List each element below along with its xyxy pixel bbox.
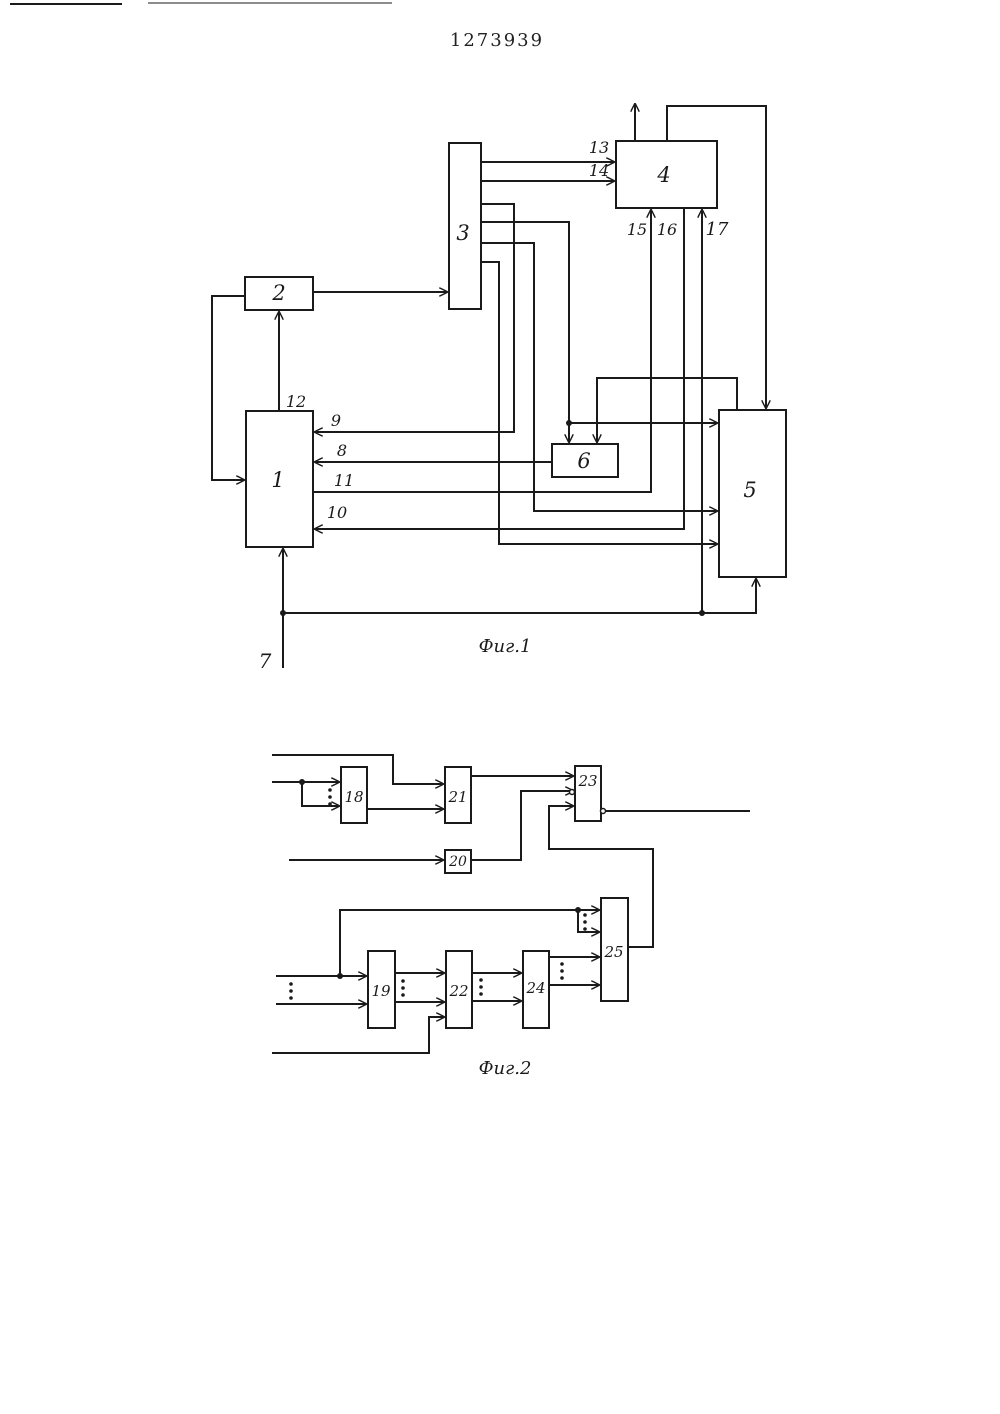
line-label-12: 12 [286, 392, 306, 411]
bottom-bus [283, 579, 756, 613]
line-9 [315, 204, 514, 432]
block-24-label: 24 [525, 979, 545, 997]
fig2-output-dot [601, 809, 606, 814]
block-25-label: 25 [603, 943, 623, 961]
line-label-8: 8 [337, 441, 347, 460]
line-5-to-6 [597, 378, 737, 442]
figure-1: 1 2 3 4 5 6 7 8 9 10 11 12 13 14 15 16 1… [212, 104, 786, 673]
block-19-label: 19 [371, 982, 391, 1000]
line-label-7: 7 [259, 649, 272, 673]
block-3-label: 3 [456, 221, 469, 245]
line-label-13: 13 [589, 138, 609, 157]
line-label-15: 15 [627, 220, 647, 239]
fig2-junction-18 [299, 779, 305, 785]
block-6-label: 6 [577, 449, 590, 473]
fig2-line-25-inner [578, 910, 599, 932]
figure-2: 18 19 20 21 22 23 24 25 Фиг.2 [272, 755, 750, 1079]
block-21-label: 21 [447, 788, 467, 806]
fig2-junction-25 [575, 907, 581, 913]
junction-block6 [566, 420, 572, 426]
line-label-11: 11 [334, 471, 354, 490]
line-label-9: 9 [331, 411, 341, 430]
junction-bottom-left [280, 610, 286, 616]
fig2-inverter-23 [570, 790, 575, 795]
figure-1-caption: Фиг.1 [479, 636, 532, 657]
block-22-label: 22 [448, 982, 468, 1000]
block-1-label: 1 [271, 468, 284, 492]
line-2-to-1 [212, 296, 245, 480]
junction-bottom-right [699, 610, 705, 616]
line-3-to-6 [481, 222, 569, 442]
block-20-label: 20 [448, 854, 467, 870]
fig2-line-bottom-to-22 [272, 1017, 444, 1053]
line-label-17: 17 [706, 219, 729, 240]
line-label-16: 16 [657, 220, 677, 239]
document-number: 1273939 [450, 30, 544, 51]
line-label-10: 10 [327, 503, 347, 522]
block-23-label: 23 [577, 772, 597, 790]
figure-2-caption: Фиг.2 [479, 1058, 532, 1079]
line-label-14: 14 [589, 161, 609, 180]
block-5-label: 5 [743, 478, 756, 502]
block-2-label: 2 [271, 281, 285, 305]
fig2-junction-19 [337, 973, 343, 979]
line-3-to-5-low [481, 262, 717, 544]
block-18-label: 18 [344, 788, 363, 806]
block-4-label: 4 [656, 163, 670, 187]
fig2-line-input-18b [302, 782, 339, 806]
